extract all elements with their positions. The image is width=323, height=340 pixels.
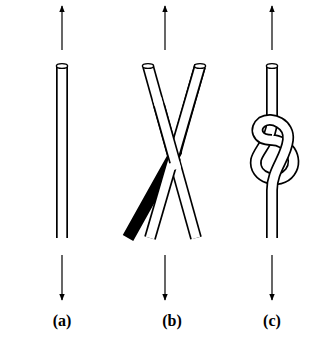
figure-label: (b) <box>162 313 182 329</box>
straight-rope <box>56 64 67 238</box>
figure-label: (a) <box>53 313 72 329</box>
figure-label: (c) <box>263 313 281 329</box>
tension-arrows <box>62 6 272 300</box>
crossed-ropes <box>128 64 206 238</box>
knotted-rope <box>256 64 294 238</box>
